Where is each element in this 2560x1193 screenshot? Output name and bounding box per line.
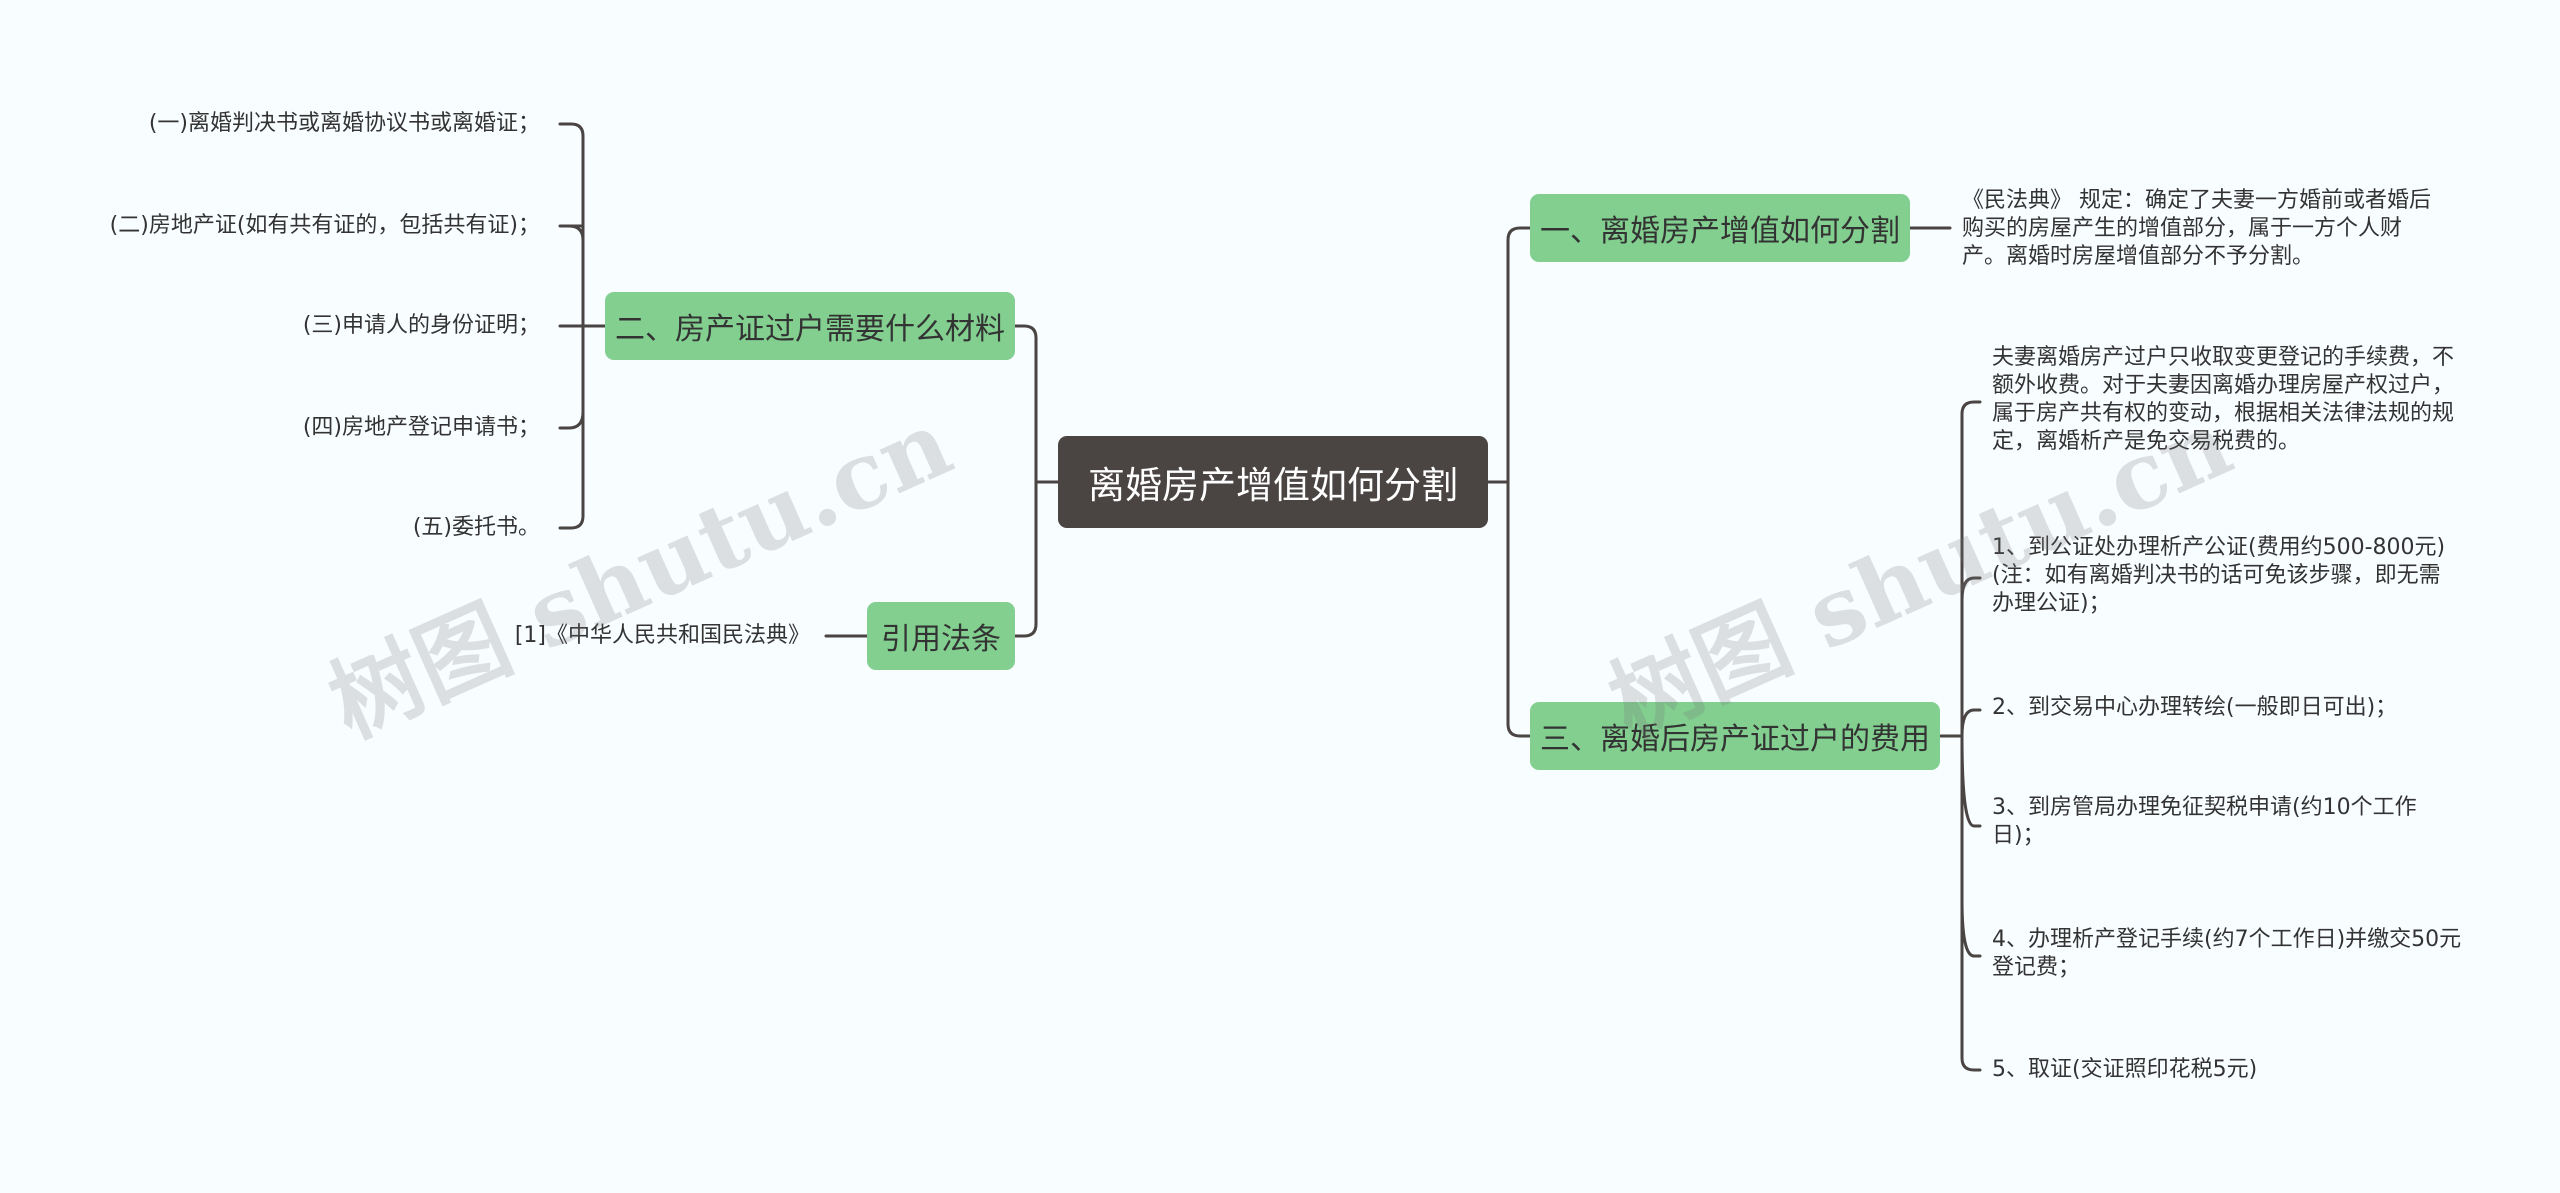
root-topic[interactable]: 离婚房产增值如何分割 xyxy=(1058,436,1488,528)
fee-item-1: 夫妻离婚房产过户只收取变更登记的手续费，不额外收费。对于夫妻因离婚办理房屋产权过… xyxy=(1992,345,2455,454)
branch-split[interactable]: 一、离婚房产增值如何分割 xyxy=(1530,194,1910,262)
connector-fee-5 xyxy=(1960,898,1982,958)
connector-material-5 xyxy=(558,324,585,530)
connector-material-2 xyxy=(558,224,585,242)
material-item-4: (四)房地产登记申请书； xyxy=(302,415,540,440)
branch-materials[interactable]: 二、房产证过户需要什么材料 xyxy=(605,292,1015,360)
connector-to-split xyxy=(1506,226,1532,484)
connector-fee-6 xyxy=(1960,734,1982,1072)
connector-material-4 xyxy=(558,410,585,430)
connector-to-fees xyxy=(1506,480,1532,738)
material-item-5: (五)委托书。 xyxy=(412,515,540,540)
fee-item-3: 2、到交易中心办理转绘(一般即日可出)； xyxy=(1992,695,2398,720)
material-item-1: (一)离婚判决书或离婚协议书或离婚证； xyxy=(148,111,540,136)
fee-item-2: 1、到公证处办理析产公证(费用约500-800元)(注：如有离婚判决书的话可免该… xyxy=(1992,535,2446,616)
connector-to-materials xyxy=(1013,324,1038,484)
split-item-1: 《民法典》 规定：确定了夫妻一方婚前或者婚后购买的房屋产生的增值部分，属于一方个… xyxy=(1962,188,2431,269)
law-item-1: [1]《中华人民共和国民法典》 xyxy=(514,623,810,648)
connector-fee-1 xyxy=(1960,400,1982,738)
branch-law[interactable]: 引用法条 xyxy=(867,602,1015,670)
fee-item-5: 4、办理析产登记手续(约7个工作日)并缴交50元登记费； xyxy=(1992,927,2462,980)
connector-fee-4 xyxy=(1960,734,1982,828)
material-item-2: (二)房地产证(如有共有证的，包括共有证)； xyxy=(109,213,540,238)
connector-to-law xyxy=(1013,480,1038,638)
connector-material-1 xyxy=(558,122,585,328)
connector-fee-2 xyxy=(1960,576,1982,602)
fee-item-4: 3、到房管局办理免征契税申请(约10个工作日)； xyxy=(1992,795,2417,848)
fee-item-6: 5、取证(交证照印花税5元) xyxy=(1992,1057,2258,1082)
material-item-3: (三)申请人的身份证明； xyxy=(302,313,540,338)
branch-fees[interactable]: 三、离婚后房产证过户的费用 xyxy=(1530,702,1940,770)
connector-fee-3 xyxy=(1960,708,1982,738)
